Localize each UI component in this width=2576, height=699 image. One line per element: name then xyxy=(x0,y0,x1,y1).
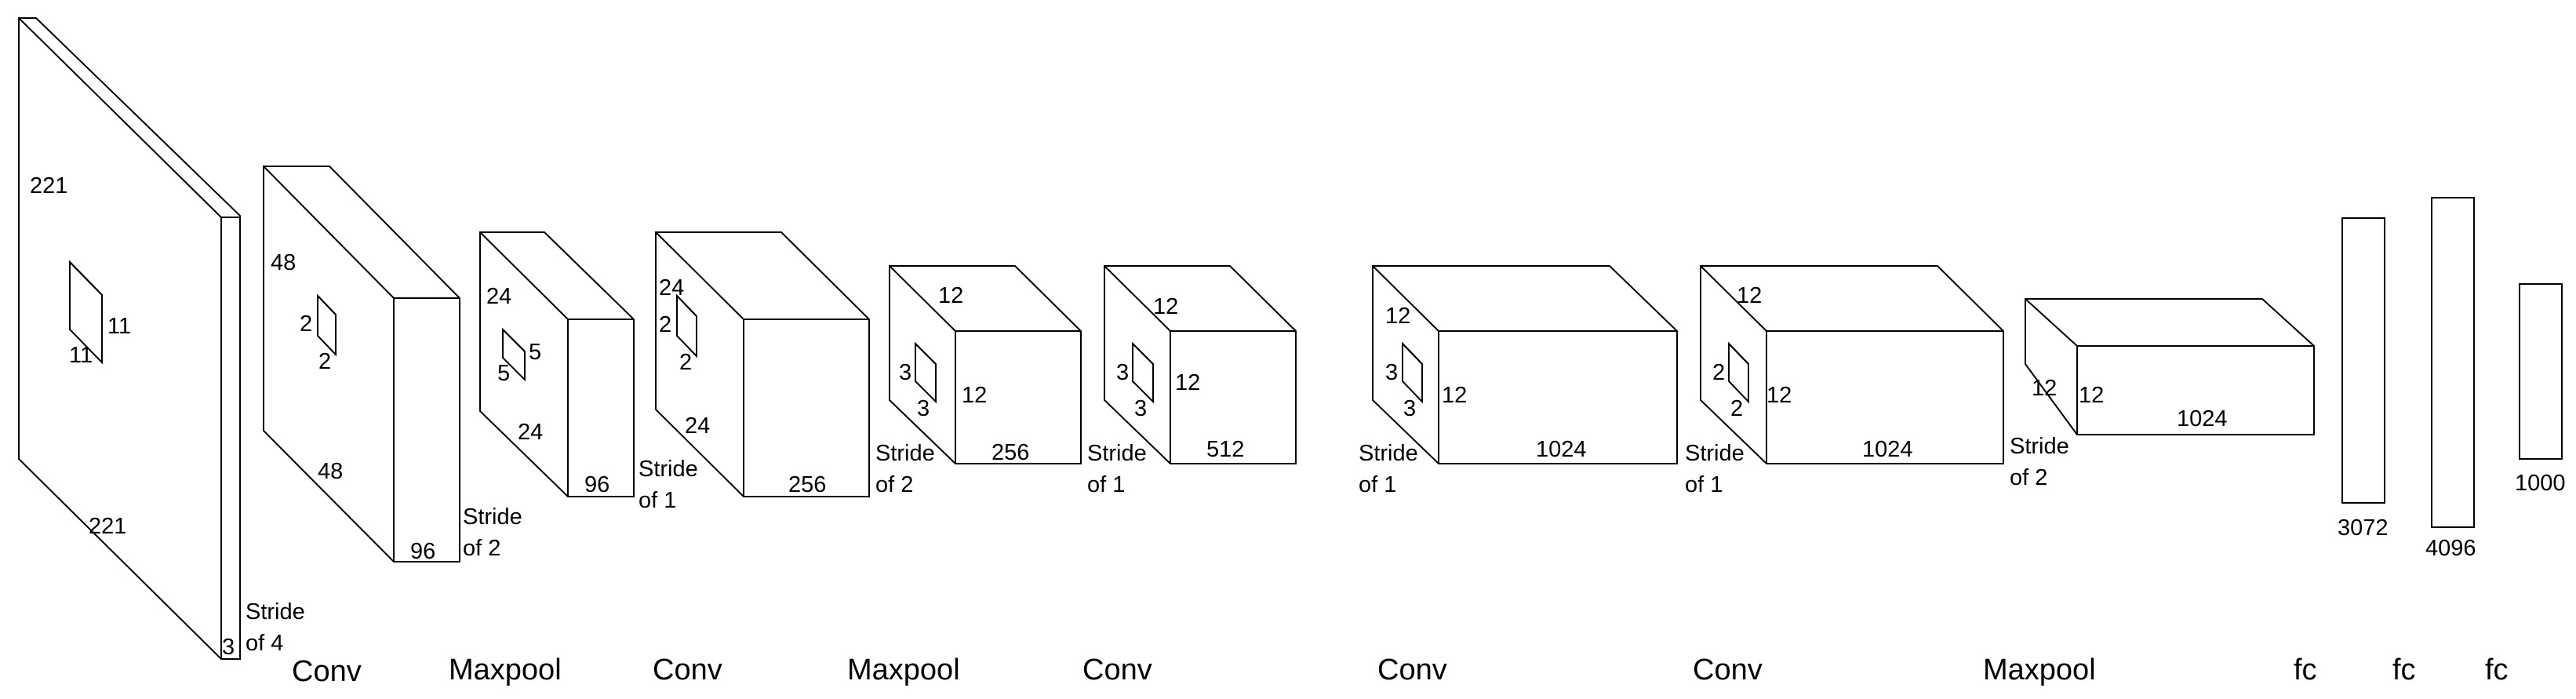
pool2-kernel-w-label: 3 xyxy=(917,396,930,421)
conv1-kernel-window xyxy=(317,293,337,357)
pool2-kernel-h-label: 3 xyxy=(899,360,911,385)
layer-name-conv3: Conv xyxy=(1082,653,1152,686)
conv1-kernel-h-label: 2 xyxy=(300,311,312,337)
pool1-kernel-w-label: 5 xyxy=(497,361,510,386)
stride-label-4b: of 2 xyxy=(875,472,913,497)
conv4-volume xyxy=(1372,265,1678,464)
pool1-volume xyxy=(479,231,635,497)
input-height-label: 221 xyxy=(30,173,67,198)
fc3-size-label: 1000 xyxy=(2515,471,2566,496)
conv4-kernel-h-label: 3 xyxy=(1385,360,1398,385)
layer-name-fc1: fc xyxy=(2294,653,2317,686)
conv5-kernel-h-label: 2 xyxy=(1712,360,1725,385)
pool2-volume xyxy=(889,265,1082,464)
fc3-bar xyxy=(2519,283,2563,460)
conv5-volume xyxy=(1700,265,2004,464)
conv2-width-label: 24 xyxy=(685,413,710,439)
stride-label-6a: Stride xyxy=(1359,441,1418,466)
pool2-height-label: 12 xyxy=(962,383,987,408)
conv3-kernel-h-label: 3 xyxy=(1116,360,1129,385)
stride-label-5b: of 1 xyxy=(1087,472,1125,497)
pool3-depth-label: 12 xyxy=(2032,376,2057,401)
layer-name-fc3: fc xyxy=(2485,653,2509,686)
fc2-bar xyxy=(2431,197,2475,528)
stride-label-2a: Stride xyxy=(463,504,522,530)
input-kernel-window xyxy=(69,260,103,365)
pool1-width-label: 24 xyxy=(518,420,543,445)
layer-name-fc2: fc xyxy=(2392,653,2416,686)
stride-label-1b: of 4 xyxy=(246,631,283,656)
conv5-depth-label: 12 xyxy=(1737,283,1762,308)
layer-name-conv1: Conv xyxy=(292,655,362,688)
conv4-kernel-w-label: 3 xyxy=(1403,396,1416,421)
layer-name-conv2: Conv xyxy=(653,653,722,686)
conv1-depth-label: 96 xyxy=(410,539,435,564)
stride-label-4a: Stride xyxy=(875,441,935,466)
conv1-volume xyxy=(263,166,460,562)
fc1-bar xyxy=(2341,217,2385,504)
layer-name-maxpool3: Maxpool xyxy=(1983,653,2096,686)
conv5-kernel-w-label: 2 xyxy=(1730,396,1743,421)
conv4-channels-label: 1024 xyxy=(1536,437,1587,462)
stride-label-8b: of 2 xyxy=(2010,465,2047,490)
conv4-kernel-window xyxy=(1402,341,1423,404)
conv3-kernel-w-label: 3 xyxy=(1134,396,1147,421)
fc2-size-label: 4096 xyxy=(2425,536,2476,561)
stride-label-5a-visible: Stride xyxy=(1087,441,1147,466)
conv3-kernel-window xyxy=(1132,341,1154,404)
conv1-width-label: 48 xyxy=(318,459,343,484)
pool1-depth-label: 96 xyxy=(584,472,609,497)
input-width-label: 221 xyxy=(89,514,126,539)
conv4-depth-label: 12 xyxy=(1385,304,1410,329)
stride-label-8a: Stride xyxy=(2010,434,2069,459)
stride-label-2b: of 2 xyxy=(463,536,500,561)
stride-label-1a: Stride xyxy=(246,599,305,624)
stride-label-7a: Stride xyxy=(1685,441,1745,466)
conv2-kernel-w-label: 2 xyxy=(679,350,692,375)
pool3-volume xyxy=(2025,298,2315,435)
layer-name-conv4: Conv xyxy=(1377,653,1447,686)
input-kernel-w-label: 11 xyxy=(69,343,93,368)
pool1-kernel-window xyxy=(502,327,526,382)
pool2-kernel-window xyxy=(915,341,937,404)
pool1-kernel-h-label: 5 xyxy=(529,340,541,365)
conv3-volume xyxy=(1104,265,1297,464)
stride-label-6b: of 1 xyxy=(1359,472,1396,497)
pool2-depth-label: 12 xyxy=(938,283,963,308)
stride-label-3a: Stride xyxy=(639,457,698,482)
conv2-kernel-h-label: 2 xyxy=(659,312,671,337)
conv1-kernel-w-label: 2 xyxy=(318,349,331,374)
input-kernel-h-label: 11 xyxy=(107,314,131,339)
input-depth-label: 3 xyxy=(222,635,235,660)
conv2-kernel-window xyxy=(676,293,697,359)
conv3-depth-label: 12 xyxy=(1153,294,1178,319)
layer-name-maxpool1: Maxpool xyxy=(449,653,562,686)
conv5-height-label: 12 xyxy=(1766,383,1792,408)
conv3-height-label: 12 xyxy=(1175,370,1200,395)
conv5-channels-label: 1024 xyxy=(1862,437,1913,462)
layer-name-maxpool2: Maxpool xyxy=(847,653,960,686)
conv2-volume xyxy=(655,231,870,497)
stride-label-3b: of 1 xyxy=(639,488,676,513)
pool1-height-label: 24 xyxy=(486,284,511,309)
conv2-depth-label: 256 xyxy=(788,472,826,497)
pool3-height-label: 12 xyxy=(2079,383,2104,408)
conv3-channels-label: 512 xyxy=(1206,437,1244,462)
stride-label-7b: of 1 xyxy=(1685,472,1723,497)
conv1-height-label: 48 xyxy=(271,250,296,275)
pool3-channels-label: 1024 xyxy=(2177,406,2228,431)
fc1-size-label: 3072 xyxy=(2338,515,2389,541)
layer-name-conv5: Conv xyxy=(1693,653,1763,686)
conv2-height-label: 24 xyxy=(659,275,684,300)
conv4-height-label: 12 xyxy=(1442,383,1467,408)
conv5-kernel-window xyxy=(1728,341,1749,404)
input-volume xyxy=(18,17,241,660)
pool2-channels-label: 256 xyxy=(991,440,1029,465)
